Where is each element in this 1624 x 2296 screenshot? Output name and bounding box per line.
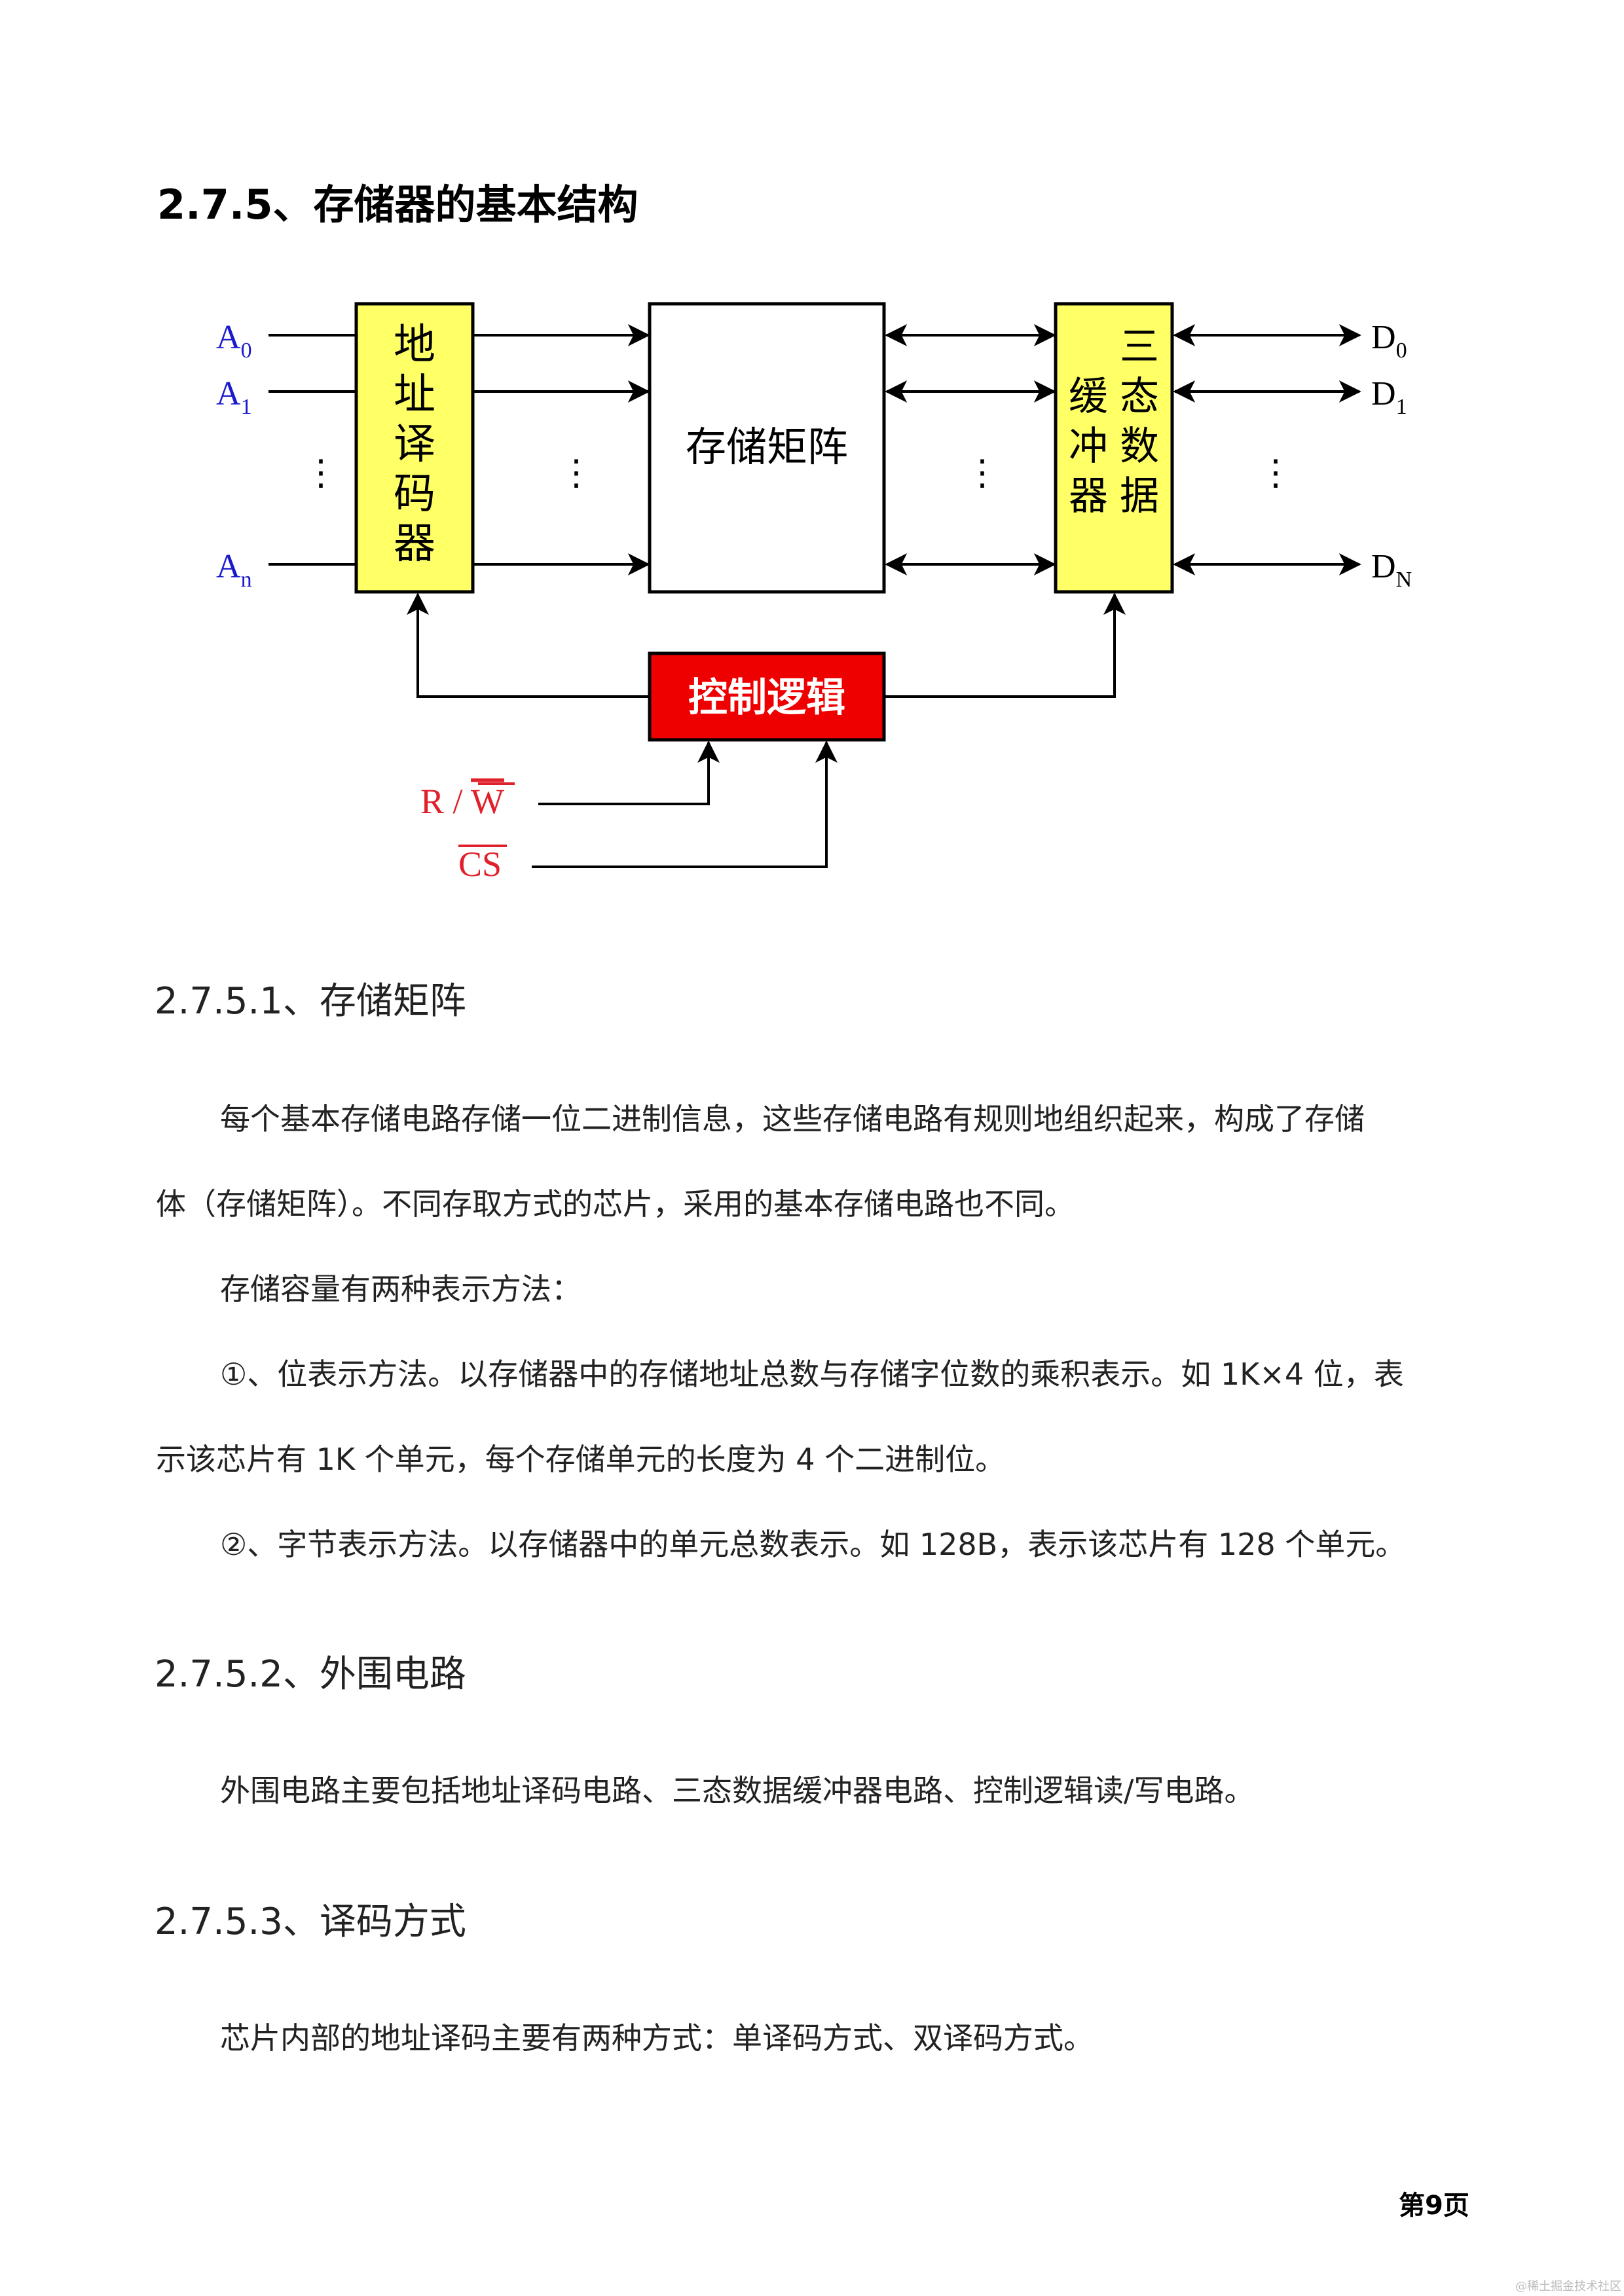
decoder-char-4: 码 [394, 470, 435, 519]
paragraph-line: 体（存储矩阵）。不同存取方式的芯片，采用的基本存储电路也不同。 [156, 1186, 1075, 1222]
buffer-right-char-4: 据 [1120, 473, 1159, 519]
data-output-d0: D0 [1371, 319, 1407, 363]
control-logic-label: 控制逻辑 [688, 675, 845, 721]
buffer-left-char-1: 缓 [1069, 374, 1108, 420]
ellipsis-matrix-buffer: ⋮ [965, 453, 1000, 492]
address-input-a0: A0 [216, 319, 252, 363]
rw-signal-line [538, 740, 720, 805]
decoder-char-3: 译 [394, 420, 435, 469]
buffer-right-char-2: 态 [1120, 374, 1159, 420]
memory-structure-diagram: A0 A1 An ⋮ 地 址 译 码 器 ⋮ 存储矩阵 ⋮ 缓 冲 器 三 态 … [216, 302, 1412, 884]
control-to-decoder-line [407, 592, 650, 698]
data-output-d1: D1 [1371, 375, 1407, 419]
ellipsis-decoder-matrix: ⋮ [559, 453, 594, 492]
decoder-char-1: 地 [394, 321, 435, 369]
page-heading: 2.7.5、存储器的基本结构 [157, 181, 638, 228]
address-decoder-box [354, 302, 475, 594]
rw-signal-label: R / W [420, 782, 504, 821]
storage-matrix-label: 存储矩阵 [686, 423, 848, 471]
control-to-buffer-line [884, 592, 1126, 698]
page-number: 第9页 [1399, 2191, 1469, 2221]
decoder-char-5: 器 [394, 520, 435, 568]
cs-signal-line [532, 740, 838, 868]
section-title-decoding-method: 2.7.5.3、译码方式 [155, 1901, 466, 1943]
buffer-left-char-3: 器 [1069, 473, 1108, 519]
control-logic-box [648, 651, 886, 742]
address-input-a1: A1 [216, 375, 252, 419]
address-input-an: An [216, 548, 252, 592]
storage-matrix-box [648, 302, 886, 594]
section-title-storage-matrix: 2.7.5.1、存储矩阵 [155, 980, 466, 1023]
paragraph-line: 示该芯片有 1K 个单元，每个存储单元的长度为 4 个二进制位。 [156, 1442, 1006, 1477]
paragraph-line: 外围电路主要包括地址译码电路、三态数据缓冲器电路、控制逻辑读/写电路。 [220, 1773, 1255, 1808]
paragraph-line: ①、位表示方法。以存储器中的存储地址总数与存储字位数的乘积表示。如 1K×4 位… [220, 1357, 1404, 1392]
data-output-dn: DN [1371, 548, 1412, 592]
paragraph-line: 存储容量有两种表示方法： [220, 1271, 581, 1307]
section-title-peripheral-circuit: 2.7.5.2、外围电路 [155, 1653, 466, 1696]
paragraph-line: 每个基本存储电路存储一位二进制信息，这些存储电路有规则地组织起来，构成了存储 [220, 1101, 1365, 1137]
paragraph-line: ②、字节表示方法。以存储器中的单元总数表示。如 128B，表示该芯片有 128 … [220, 1527, 1406, 1562]
ellipsis-inputs: ⋮ [303, 453, 339, 492]
buffer-right-char-1: 三 [1120, 324, 1159, 370]
decoder-char-2: 址 [394, 371, 435, 419]
tristate-buffer-box [1054, 302, 1174, 594]
buffer-left-char-2: 冲 [1069, 424, 1108, 469]
cs-signal-label: CS [458, 845, 502, 884]
buffer-right-char-3: 数 [1120, 424, 1159, 469]
watermark: @稀土掘金技术社区 [1515, 2280, 1621, 2293]
ellipsis-data: ⋮ [1258, 453, 1293, 492]
paragraph-line: 芯片内部的地址译码主要有两种方式：单译码方式、双译码方式。 [220, 2020, 1094, 2056]
